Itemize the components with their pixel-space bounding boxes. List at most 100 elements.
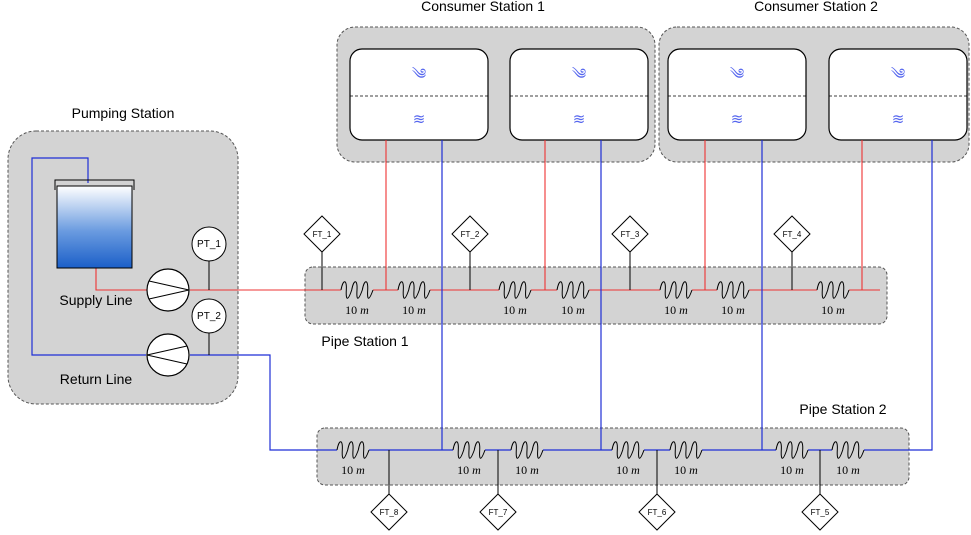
pressure-sensor-label: PT_2 <box>197 311 221 322</box>
pump-icon <box>146 268 190 312</box>
pipe-coil <box>498 281 532 299</box>
return-riser <box>910 140 933 451</box>
flow-sensor-ft8: FT_8 <box>370 450 408 531</box>
flow-sensor-label: FT_8 <box>380 508 399 517</box>
flow-sensor-ft3: FT_3 <box>611 215 649 290</box>
pipe-length-label: 10 m <box>821 303 845 317</box>
flow-sensor-label: FT_3 <box>621 230 640 239</box>
return-pump: Return Line <box>60 333 190 387</box>
flow-sensor-label: FT_1 <box>313 230 332 239</box>
pipe-segment: 10 m <box>510 441 544 477</box>
water-waves-icon: ≋ <box>573 110 586 128</box>
pipe-segment: 10 m <box>556 281 590 317</box>
pipe-segment: 10 m <box>831 441 865 477</box>
flow-sensor-label: FT_7 <box>489 508 508 517</box>
pumping-station-title: Pumping Station <box>72 105 175 121</box>
pipe-coil <box>510 441 544 459</box>
pump-arrow <box>146 345 188 365</box>
pipe-segment: 10 m <box>716 281 750 317</box>
pipe-length-label: 10 m <box>674 463 698 477</box>
water-waves-icon: ≋ <box>892 110 905 128</box>
flow-sensor-label: FT_4 <box>783 230 802 239</box>
pipe-station-1: Pipe Station 1 <box>304 266 888 349</box>
pipe-length-label: 10 m <box>836 463 860 477</box>
flow-sensor-icon <box>773 215 811 253</box>
flow-sensor-icon <box>801 493 839 531</box>
pipe-length-label: 10 m <box>721 303 745 317</box>
pipe-coil <box>611 441 645 459</box>
wind-icon: ༄ <box>572 65 586 83</box>
pipe-segment: 10 m <box>669 441 703 477</box>
pipe-coil <box>659 281 693 299</box>
flow-sensor-label: FT_6 <box>648 508 667 517</box>
flow-sensor-ft6: FT_6 <box>638 450 676 531</box>
return-lines <box>31 140 933 451</box>
wind-icon: ༄ <box>412 65 426 83</box>
flow-sensor-icon <box>611 215 649 253</box>
pipe-coil <box>397 281 431 299</box>
pipe-length-label: 10 m <box>561 303 585 317</box>
storage-tank <box>54 179 135 269</box>
pipe-segment: 10 m <box>775 441 809 477</box>
pressure-sensor-label: PT_1 <box>197 239 221 250</box>
pipe-length-label: 10 m <box>345 303 369 317</box>
pipe-station-1-segments: 10 m 10 m 10 m 10 m 10 m 10 m <box>340 281 850 317</box>
pipe-coil <box>716 281 750 299</box>
pipe-length-label: 10 m <box>503 303 527 317</box>
consumer-unit-box <box>828 48 968 141</box>
supply-lines <box>95 140 880 291</box>
tank-body <box>56 185 133 269</box>
consumer-unit-3: ༄ ≋ <box>667 48 807 141</box>
flow-sensor-ft4: FT_4 <box>773 215 811 290</box>
supply-line-label: Supply Line <box>59 292 132 308</box>
pipe-segment: 10 m <box>452 441 486 477</box>
pipe-station-1-title: Pipe Station 1 <box>321 333 408 349</box>
pipe-segment: 10 m <box>659 281 693 317</box>
flow-sensor-ft1: FT_1 <box>303 215 341 290</box>
consumer-station-1-title: Consumer Station 1 <box>421 0 545 14</box>
pump-icon <box>146 333 190 377</box>
flow-sensor-ft5: FT_5 <box>801 450 839 531</box>
pipe-length-label: 10 m <box>664 303 688 317</box>
pipe-segment: 10 m <box>340 281 374 317</box>
pipe-coil <box>452 441 486 459</box>
pipe-coil <box>556 281 590 299</box>
wind-icon: ༄ <box>891 65 905 83</box>
pipe-length-label: 10 m <box>402 303 426 317</box>
pipe-segment: 10 m <box>611 441 645 477</box>
pipe-segment: 10 m <box>498 281 532 317</box>
pipe-coil <box>336 441 370 459</box>
return-line <box>31 157 146 356</box>
flow-sensor-ft2: FT_2 <box>451 215 489 290</box>
water-waves-icon: ≋ <box>413 110 426 128</box>
pressure-sensor-icon <box>191 226 227 262</box>
consumer-unit-box <box>509 48 649 141</box>
pipe-coil <box>340 281 374 299</box>
supply-pump: Supply Line <box>59 268 190 312</box>
flow-sensor-label: FT_5 <box>811 508 830 517</box>
flow-sensor-icon <box>479 493 517 531</box>
flow-sensor-ft7: FT_7 <box>479 450 517 531</box>
flow-sensor-icon <box>370 493 408 531</box>
consumer-unit-1: ༄ ≋ <box>349 48 489 141</box>
pressure-sensor-pt1: PT_1 <box>191 226 227 290</box>
pipe-segment: 10 m <box>397 281 431 317</box>
flow-sensor-label: FT_2 <box>461 230 480 239</box>
consumer-unit-2: ༄ ≋ <box>509 48 649 141</box>
consumer-unit-box <box>349 48 489 141</box>
pipe-segment: 10 m <box>336 441 370 477</box>
pipe-length-label: 10 m <box>780 463 804 477</box>
pressure-sensor-icon <box>191 298 227 334</box>
flow-sensor-icon <box>303 215 341 253</box>
return-main <box>190 354 910 451</box>
water-waves-icon: ≋ <box>731 110 744 128</box>
return-line-label: Return Line <box>60 371 133 387</box>
pipe-station-2-segments: 10 m 10 m 10 m 10 m 10 m 10 m <box>336 441 865 477</box>
consumer-station-2-title: Consumer Station 2 <box>754 0 878 14</box>
consumer-unit-box <box>667 48 807 141</box>
supply-line <box>95 268 148 291</box>
pipe-station-2: Pipe Station 2 <box>316 401 910 486</box>
pipe-length-label: 10 m <box>341 463 365 477</box>
pipe-coil <box>831 441 865 459</box>
